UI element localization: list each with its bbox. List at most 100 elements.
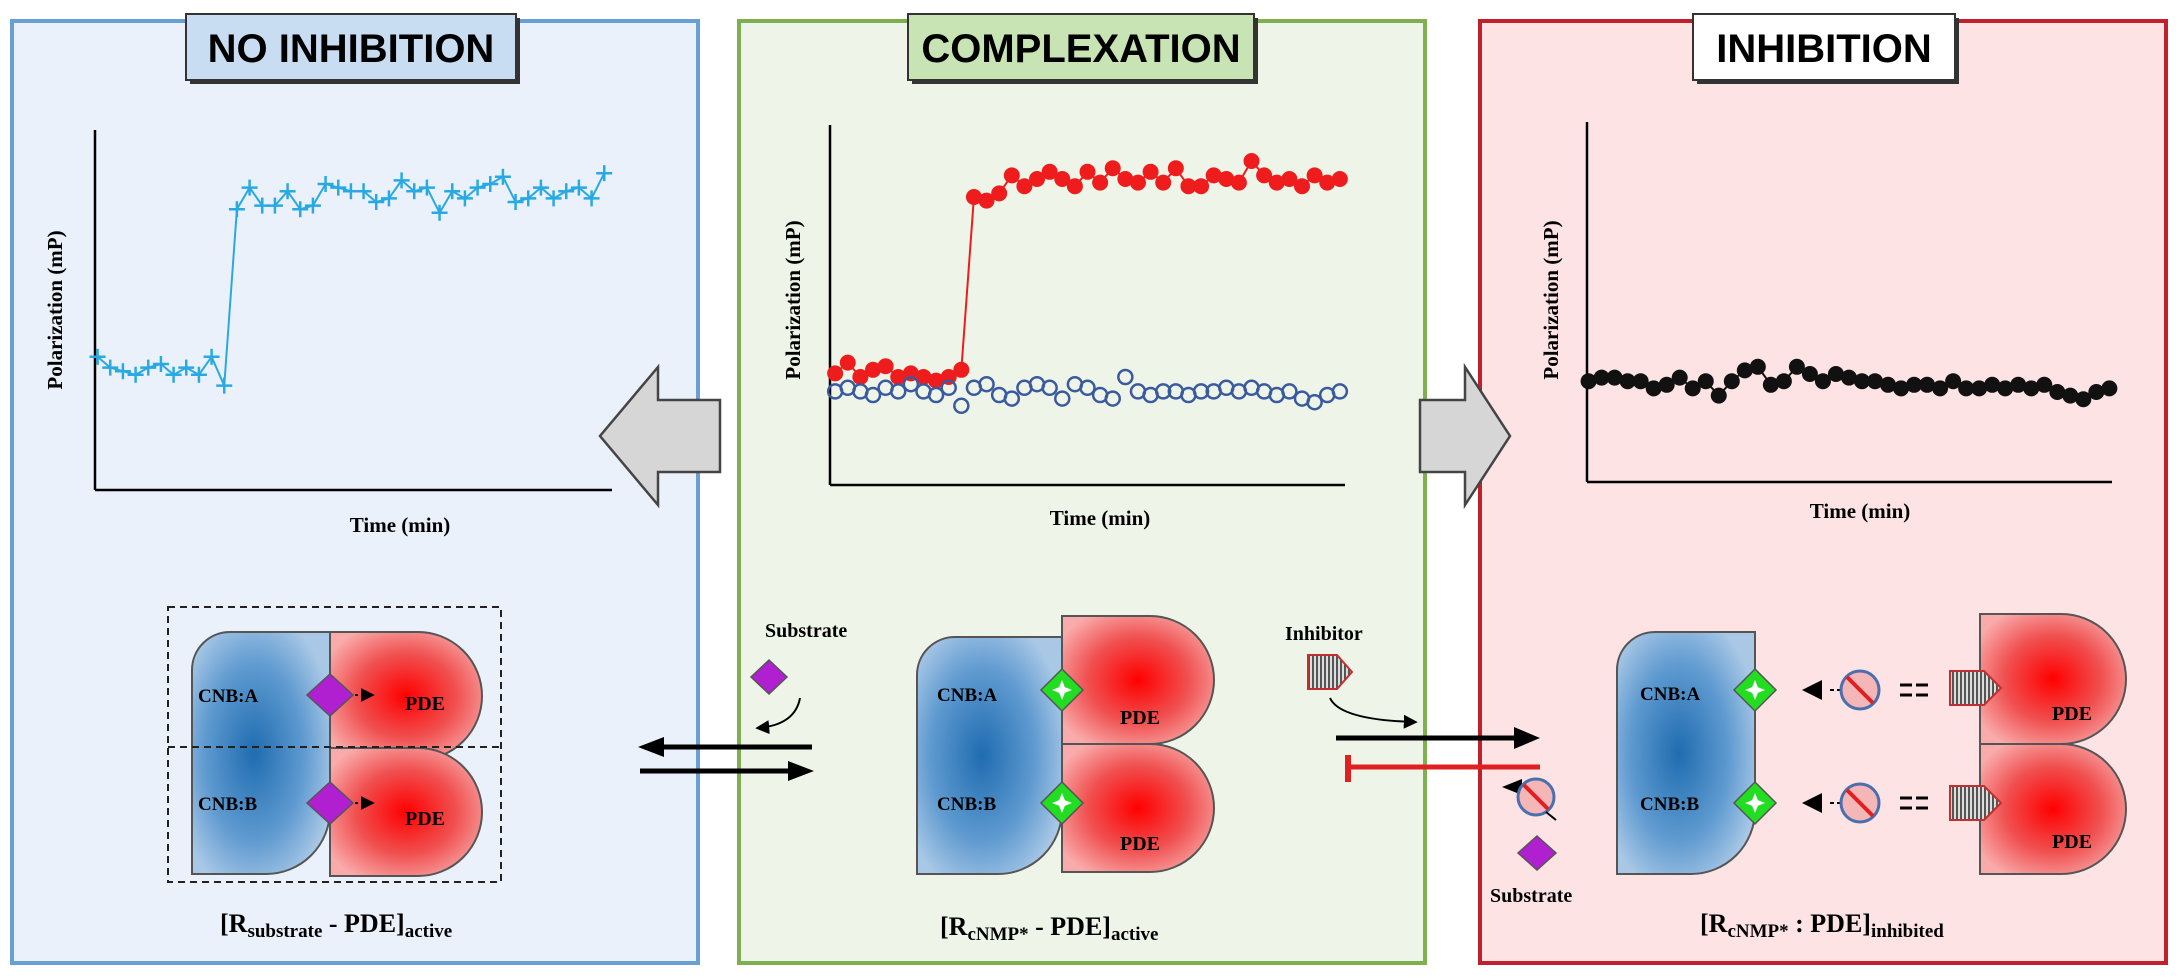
- substrate-label: Substrate: [765, 620, 847, 642]
- data-point: [1840, 369, 1857, 386]
- data-point: [456, 190, 473, 207]
- data-point: [1230, 174, 1247, 191]
- equilibrium-arrows: [638, 737, 814, 781]
- data-point: [266, 197, 283, 214]
- data-point: [1723, 373, 1740, 390]
- data-point: [1154, 383, 1172, 400]
- label-cnb-b: CNB:B: [937, 794, 996, 815]
- data-point: [1319, 174, 1336, 191]
- data-point: [1155, 174, 1172, 191]
- chart-complexation: Time (min)Polarization (mP): [781, 125, 1349, 530]
- data-point: [1243, 153, 1260, 169]
- data-point: [1945, 373, 1962, 390]
- data-point: [1331, 171, 1348, 187]
- cnmp-diamond-a: [1732, 667, 1778, 713]
- label-cnb-b: CNB:B: [198, 794, 257, 815]
- data-point: [241, 179, 258, 196]
- data-point: [1658, 376, 1675, 393]
- data-point: [1180, 178, 1197, 195]
- released-substrate: [1516, 834, 1558, 872]
- x-axis-label: Time (min): [1810, 499, 1911, 523]
- bound-inhibitor-bottom: [1949, 785, 2003, 821]
- data-point: [1041, 163, 1058, 180]
- data-point: [889, 383, 907, 400]
- data-point: [165, 366, 182, 383]
- data-point: [1054, 390, 1071, 407]
- data-point: [1054, 171, 1071, 187]
- data-point: [1142, 163, 1159, 180]
- data-point: [1684, 380, 1701, 397]
- data-point: [1104, 390, 1121, 407]
- pde-lobe-bottom: [329, 747, 483, 877]
- label-pde-bottom: PDE: [1120, 833, 1160, 855]
- state-label-right: [RcNMP* : PDE]inhibited: [1700, 909, 1944, 942]
- data-point: [1958, 380, 1975, 397]
- pde-lobe-top: [1979, 613, 2127, 745]
- data-point: [1775, 373, 1792, 390]
- blocked-interaction-b: [1802, 782, 1928, 824]
- data-point: [1306, 167, 1323, 184]
- data-point: [2088, 384, 2105, 400]
- data-point: [1079, 163, 1096, 180]
- inhibitor-molecule: [1307, 654, 1354, 690]
- data-point: [1853, 373, 1870, 390]
- data-point: [1593, 369, 1610, 386]
- data-point: [1932, 380, 1949, 397]
- label-cnb-a: CNB:A: [198, 686, 258, 707]
- cnb-domain: [191, 631, 331, 875]
- cnmp-diamond-b: [1039, 780, 1085, 826]
- data-point: [583, 190, 600, 207]
- transition-arrow-left: [598, 363, 722, 509]
- y-axis-label: Polarization (mP): [1539, 220, 1563, 379]
- data-point: [406, 183, 423, 200]
- pde-lobe-bottom: [1061, 743, 1215, 873]
- y-axis-label: Polarization (mP): [781, 220, 805, 379]
- data-point: [178, 359, 195, 376]
- data-point: [1003, 167, 1020, 184]
- data-point: [190, 366, 207, 383]
- blocked-substrate-return: [1502, 777, 1557, 821]
- inhibition-arrows: [1336, 727, 1540, 782]
- data-point: [1710, 387, 1727, 404]
- data-point: [1762, 376, 1779, 393]
- x-axis-label: Time (min): [350, 513, 451, 537]
- label-cnb-a: CNB:A: [937, 685, 997, 706]
- data-point: [1645, 380, 1662, 397]
- data-point: [545, 190, 562, 207]
- title-no-inhibition: NO INHIBITION: [185, 13, 520, 84]
- data-point: [570, 179, 587, 196]
- cnb-domain: [1616, 631, 1756, 875]
- data-point: [2010, 376, 2027, 393]
- data-point: [114, 363, 131, 380]
- data-point: [1104, 160, 1121, 177]
- y-axis-label: Polarization (mP): [43, 230, 67, 389]
- data-point: [2023, 380, 2040, 397]
- data-point: [1919, 376, 1936, 393]
- data-point: [1971, 380, 1988, 397]
- data-point: [1293, 178, 1310, 195]
- chart-no-inhibition: Time (min) Polarization (mP): [43, 130, 613, 537]
- data-point: [1281, 383, 1298, 400]
- data-point: [494, 168, 511, 185]
- data-point: [1671, 369, 1688, 386]
- label-pde-top: PDE: [2052, 703, 2092, 725]
- data-point: [1117, 171, 1134, 187]
- data-point: [1205, 167, 1222, 184]
- data-point: [520, 190, 537, 207]
- inhibitor-label: Inhibitor: [1285, 623, 1363, 645]
- data-point: [1306, 393, 1323, 411]
- data-point: [1268, 174, 1285, 191]
- title-text-left: NO INHIBITION: [208, 27, 495, 71]
- label-pde-top: PDE: [1120, 707, 1160, 729]
- data-point: [1092, 174, 1109, 191]
- data-point: [317, 176, 334, 192]
- data-point: [953, 397, 970, 415]
- data-point: [965, 189, 982, 205]
- substrate-diamond-a: [305, 672, 355, 718]
- data-point: [865, 361, 882, 378]
- data-point: [953, 361, 970, 378]
- data-point: [89, 348, 106, 365]
- data-point: [279, 183, 296, 200]
- data-point: [864, 386, 882, 404]
- data-point: [1580, 373, 1597, 390]
